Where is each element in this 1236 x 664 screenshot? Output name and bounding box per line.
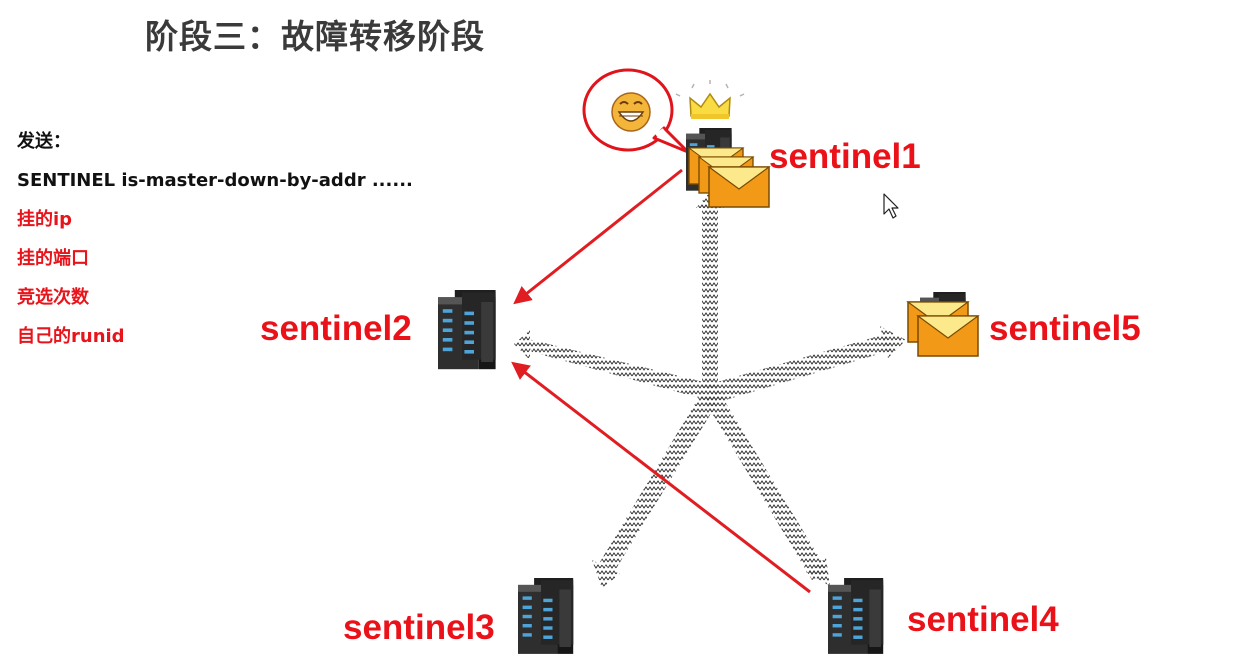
message-panel: 发送： SENTINEL is-master-down-by-addr ....… (17, 122, 477, 356)
arrow-sentinel1-to-sentinel2 (513, 168, 683, 305)
arrow-sentinel4-to-sentinel2 (511, 361, 811, 594)
sentinel5-label: sentinel5 (989, 309, 1141, 348)
band-hub-to-sentinel4-head (806, 558, 830, 586)
mouse-pointer-icon (883, 193, 899, 219)
sentinel3-server-icon (518, 578, 574, 654)
message-param-epoch: 竞选次数 (17, 287, 89, 308)
sentinel3-label: sentinel3 (343, 608, 495, 647)
band-hub-to-sentinel2-head (514, 330, 530, 360)
sentinel1-label: sentinel1 (769, 137, 921, 176)
sentinel4-label: sentinel4 (907, 600, 1059, 639)
crown-icon (675, 80, 745, 119)
band-hub-to-sentinel4 (704, 390, 828, 580)
sentinel2-server-icon (438, 290, 496, 370)
band-hub-to-sentinel5 (710, 334, 892, 404)
sentinel2-label: sentinel2 (260, 309, 412, 348)
band-hub-to-sentinel1 (702, 205, 718, 390)
message-param-port: 挂的端口 (17, 248, 89, 269)
sentinel5-envelope-icon (907, 301, 979, 357)
message-header: 发送： (17, 131, 71, 152)
communication-bands (514, 192, 906, 588)
sentinel1-envelope-icon (688, 147, 770, 208)
page-title: 阶段三：故障转移阶段 (145, 17, 485, 56)
grinning-face-icon (611, 92, 651, 132)
message-param-runid: 自己的runid (17, 326, 125, 347)
band-hub-to-sentinel2 (524, 338, 714, 402)
sentinel4-server-icon (828, 578, 884, 654)
band-hub-to-sentinel3 (600, 392, 718, 572)
message-command: SENTINEL is-master-down-by-addr ...... (17, 170, 413, 191)
band-hub-to-sentinel3-head (592, 560, 620, 588)
band-hub-to-sentinel5-head (880, 326, 906, 358)
message-param-ip: 挂的ip (17, 209, 73, 230)
